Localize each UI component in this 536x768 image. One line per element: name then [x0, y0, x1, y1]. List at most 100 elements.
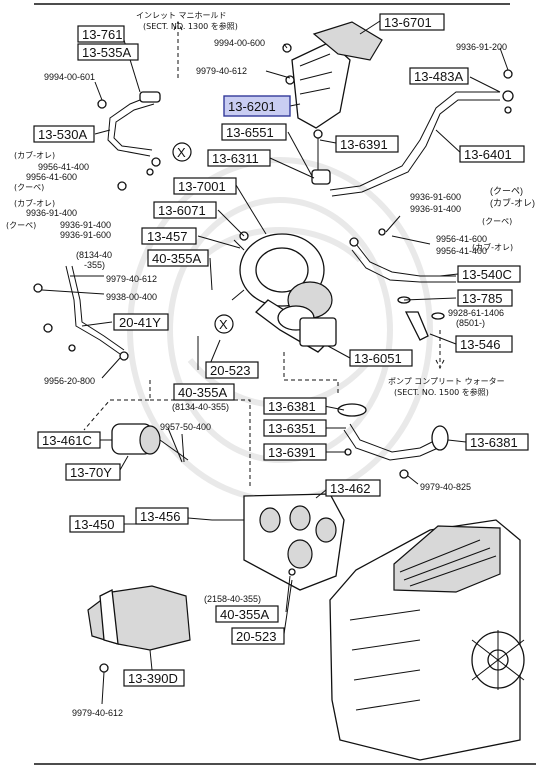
callout-9936-91-400-b[interactable]: 9936-91-400	[60, 220, 111, 230]
callout-9957-50-400[interactable]: 9957-50-400	[160, 422, 211, 432]
callout-9979-40-825[interactable]: 9979-40-825	[420, 482, 471, 492]
callout-13-6551[interactable]: 13-6551	[221, 123, 287, 141]
callout-13-546[interactable]: 13-546	[455, 335, 513, 353]
callout-9979-40-612-left[interactable]: 9979-40-612	[106, 274, 157, 284]
callout-13-6381-right[interactable]: 13-6381	[465, 433, 529, 451]
callout-9936-91-400[interactable]: 9936-91-400	[26, 208, 77, 218]
callout-13-6401[interactable]: 13-6401	[459, 145, 525, 163]
callout-13-6311[interactable]: 13-6311	[207, 149, 271, 167]
callout-13-450[interactable]: 13-450	[69, 515, 125, 533]
bolt-icon	[285, 75, 295, 85]
callout-9956-41-400-right[interactable]: 9956-41-400	[436, 246, 487, 256]
water-pipe-part	[355, 243, 456, 277]
svg-text:40-355A: 40-355A	[220, 607, 269, 622]
callout-9956-41-400[interactable]: 9956-41-400	[38, 162, 89, 172]
callout-9936-91-200[interactable]: 9936-91-200	[456, 42, 507, 52]
routing-dashes	[83, 352, 339, 488]
range-note-8501: (8501-)	[456, 318, 485, 328]
callout-9936-91-600-right[interactable]: 9936-91-600	[410, 192, 461, 202]
callout-13-6381-left[interactable]: 13-6381	[263, 397, 327, 415]
callout-13-540c[interactable]: 13-540C	[457, 265, 521, 283]
coupe-note-4: (クーペ)	[490, 186, 523, 196]
oil-pipe-part	[329, 91, 500, 191]
callout-13-6201-highlight[interactable]: 13-6201	[223, 95, 291, 117]
callout-9938-00-400[interactable]: 9938-00-400	[106, 292, 157, 302]
svg-text:13-6701: 13-6701	[384, 15, 432, 30]
callout-13-761[interactable]: 13-761	[77, 25, 125, 43]
svg-text:40-355A: 40-355A	[152, 251, 201, 266]
callout-9979-40-612-top[interactable]: 9979-40-612	[196, 66, 247, 76]
svg-text:13-6351: 13-6351	[268, 421, 316, 436]
cab-over-note: (カブ-オレ)	[14, 150, 55, 160]
callout-13-390d[interactable]: 13-390D	[123, 669, 185, 687]
oil-feed-pipe-part	[107, 95, 151, 157]
callout-20-523-upper[interactable]: 20-523	[205, 361, 259, 379]
callout-13-483a[interactable]: 13-483A	[409, 67, 469, 85]
bolt-icon	[313, 129, 323, 139]
svg-text:13-456: 13-456	[140, 509, 180, 524]
callout-13-456[interactable]: 13-456	[135, 507, 189, 525]
svg-text:13-7001: 13-7001	[178, 179, 226, 194]
svg-text:13-785: 13-785	[462, 291, 502, 306]
callout-13-461c[interactable]: 13-461C	[37, 431, 101, 449]
svg-text:13-540C: 13-540C	[462, 267, 512, 282]
callout-13-535a[interactable]: 13-535A	[77, 43, 139, 61]
svg-text:X: X	[177, 145, 186, 160]
callout-9936-91-400-right[interactable]: 9936-91-400	[410, 204, 461, 214]
svg-text:13-546: 13-546	[460, 337, 500, 352]
connection-marker-x-upper: X	[172, 142, 192, 162]
callout-13-462[interactable]: 13-462	[325, 479, 381, 497]
gasket-part	[311, 169, 331, 185]
connection-marker-x-lower: X	[214, 314, 234, 334]
intake-manifold-sect-label: (SECT. NO. 1300 を参照)	[143, 21, 238, 31]
callout-40-355a-mid[interactable]: 40-355A	[173, 383, 235, 401]
coupe-note-3: (クーペ)	[482, 217, 512, 226]
svg-text:13-6381: 13-6381	[268, 399, 316, 414]
svg-text:13-461C: 13-461C	[42, 433, 92, 448]
clamp-icon	[119, 351, 129, 361]
svg-text:40-355A: 40-355A	[178, 385, 227, 400]
callout-9979-40-612-bottom[interactable]: 9979-40-612	[72, 708, 123, 718]
cab-over-note-2: (カブ-オレ)	[14, 198, 55, 208]
svg-text:13-6311: 13-6311	[212, 151, 259, 166]
callout-9956-41-600[interactable]: 9956-41-600	[26, 172, 77, 182]
engine-block-part	[329, 519, 525, 761]
callout-9936-91-600-b[interactable]: 9936-91-600	[60, 230, 111, 240]
cab-over-note-4: (カブ-オレ)	[490, 197, 535, 208]
callout-13-6051[interactable]: 13-6051	[349, 349, 413, 367]
callout-13-785[interactable]: 13-785	[457, 289, 513, 307]
svg-text:13-6401: 13-6401	[464, 147, 512, 162]
callout-13-6701[interactable]: 13-6701	[379, 13, 445, 31]
range-note-2158: (2158-40-355)	[204, 594, 261, 604]
svg-text:13-6201: 13-6201	[228, 99, 276, 114]
water-pump-sect-label: (SECT. NO. 1500 を参照)	[394, 387, 489, 397]
washer-icon	[146, 168, 154, 176]
callout-13-6351[interactable]: 13-6351	[263, 419, 327, 437]
exhaust-pipe-part	[349, 423, 437, 453]
callout-13-70y[interactable]: 13-70Y	[65, 463, 121, 481]
svg-text:20-523: 20-523	[210, 363, 250, 378]
svg-text:13-462: 13-462	[330, 481, 370, 496]
clamp-icon	[431, 312, 445, 320]
callout-13-457[interactable]: 13-457	[141, 227, 197, 245]
callout-13-6071[interactable]: 13-6071	[153, 201, 217, 219]
callout-40-355a-lower[interactable]: 40-355A	[215, 605, 279, 623]
callout-9928-61-1406[interactable]: 9928-61-1406	[448, 308, 504, 318]
callout-9994-00-601[interactable]: 9994-00-601	[44, 72, 95, 82]
callout-20-523-lower[interactable]: 20-523	[231, 627, 285, 645]
callout-9956-41-600-right[interactable]: 9956-41-600	[436, 234, 487, 244]
callout-9994-00-600[interactable]: 9994-00-600	[214, 38, 265, 48]
callout-13-6391-lower[interactable]: 13-6391	[263, 443, 327, 461]
svg-text:13-483A: 13-483A	[414, 69, 463, 84]
callout-40-355a-upper[interactable]: 40-355A	[147, 249, 209, 267]
callout-13-6391-upper[interactable]: 13-6391	[335, 135, 399, 153]
coupe-note: (クーペ)	[14, 183, 44, 192]
nut-icon	[288, 568, 296, 576]
callout-13-7001[interactable]: 13-7001	[173, 177, 237, 195]
exhaust-manifold-part	[243, 493, 345, 591]
callout-13-530a[interactable]: 13-530A	[33, 125, 95, 143]
callout-20-41y[interactable]: 20-41Y	[113, 313, 169, 331]
cab-over-note-3: (カブ-オレ)	[472, 242, 513, 252]
callout-9956-20-800[interactable]: 9956-20-800	[44, 376, 95, 386]
